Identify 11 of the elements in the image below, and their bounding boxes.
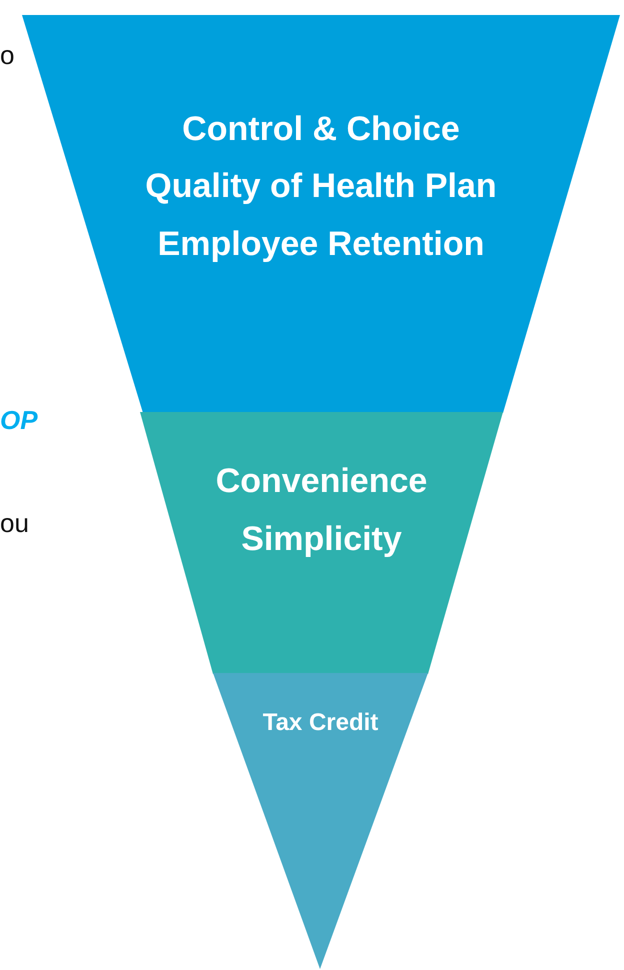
segment-label: Employee Retention [156, 225, 486, 264]
segment-label: Tax Credit [262, 709, 380, 737]
text-fragment: o [0, 40, 14, 71]
segment-label: Control & Choice [181, 110, 461, 149]
text-fragment: OP [0, 405, 38, 436]
segment-label: Quality of Health Plan [144, 167, 498, 206]
text-fragment: ou [0, 508, 29, 539]
segment-label: Simplicity [240, 520, 403, 559]
funnel-segment [213, 673, 428, 969]
funnel-segment [140, 412, 503, 674]
segment-label: Convenience [214, 462, 428, 501]
